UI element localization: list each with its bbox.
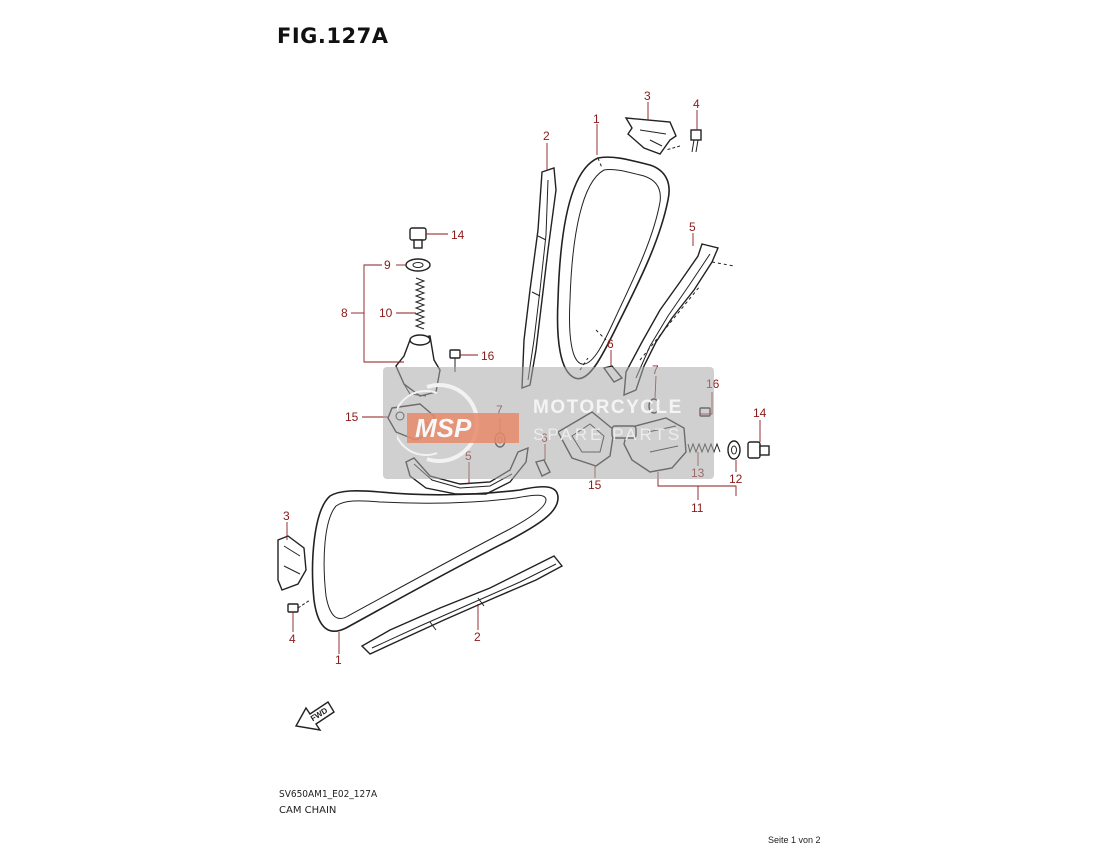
figure-caption: CAM CHAIN bbox=[279, 805, 337, 816]
callout-14-left: 14 bbox=[451, 228, 465, 242]
left-tensioner-spring bbox=[414, 277, 426, 330]
callout-8: 8 bbox=[341, 306, 348, 320]
callout-11: 11 bbox=[691, 501, 704, 515]
upper-chain-guide bbox=[521, 167, 557, 390]
callout-5-right: 5 bbox=[689, 220, 696, 234]
left-tensioner-screw bbox=[449, 349, 461, 372]
callout-2-bottom: 2 bbox=[474, 630, 481, 644]
forward-arrow: FWD bbox=[294, 701, 335, 731]
callout-15-mid: 15 bbox=[588, 478, 602, 492]
msp-logo-text: MSP bbox=[415, 413, 472, 443]
lower-chain-bracket bbox=[277, 535, 307, 591]
figure-code: SV650AM1_E02_127A bbox=[279, 789, 378, 800]
right-tensioner-washer bbox=[727, 440, 741, 460]
callout-3-top: 3 bbox=[644, 89, 651, 103]
callout-3-left: 3 bbox=[283, 509, 290, 523]
upper-chain-bracket bbox=[624, 117, 677, 155]
callout-1-bottom: 1 bbox=[335, 653, 342, 667]
upper-cam-chain bbox=[556, 156, 670, 380]
figure-title: FIG.127A bbox=[277, 24, 389, 48]
page-indicator: Seite 1 von 2 bbox=[768, 835, 821, 845]
watermark-overlay: MSP MOTORCYCLE SPARE PARTS bbox=[383, 367, 714, 479]
callout-4-top: 4 bbox=[693, 97, 700, 111]
callout-10: 10 bbox=[379, 306, 393, 320]
callout-14-right: 14 bbox=[753, 406, 767, 420]
upper-bracket-bolt bbox=[665, 129, 702, 153]
callout-15-left: 15 bbox=[345, 410, 359, 424]
left-tensioner-bolt bbox=[409, 227, 427, 249]
lower-bracket-bolt bbox=[287, 599, 311, 613]
left-tensioner-washer bbox=[405, 258, 431, 272]
callout-9: 9 bbox=[384, 258, 391, 272]
watermark-line-1: MOTORCYCLE bbox=[533, 397, 683, 418]
right-tensioner-bolt bbox=[747, 441, 770, 459]
watermark-line-2: SPARE PARTS bbox=[533, 425, 683, 444]
callout-1-top: 1 bbox=[593, 112, 600, 126]
callout-4-left: 4 bbox=[289, 632, 296, 646]
lower-chain-guide bbox=[360, 555, 564, 655]
callout-2-top: 2 bbox=[543, 129, 550, 143]
callout-6-upper: 6 bbox=[607, 337, 614, 351]
lower-cam-chain bbox=[311, 485, 559, 633]
callout-16-left: 16 bbox=[481, 349, 495, 363]
msp-logo: MSP bbox=[397, 383, 519, 463]
callout-12: 12 bbox=[729, 472, 743, 486]
